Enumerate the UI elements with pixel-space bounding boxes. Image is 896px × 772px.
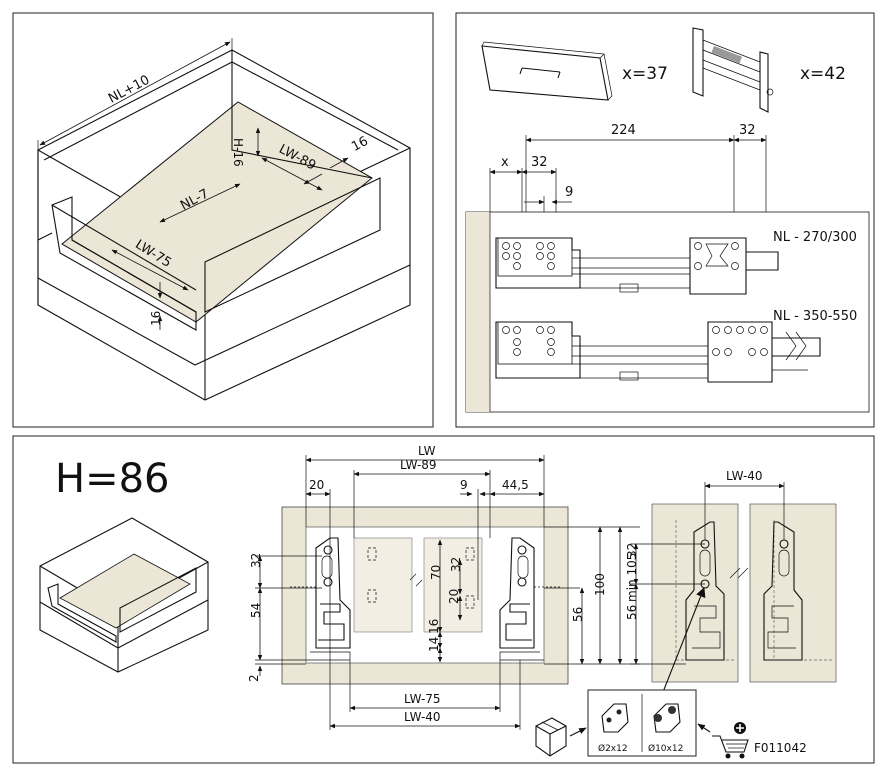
dim-16-bottom: 16 <box>149 311 163 326</box>
dim-x: x <box>501 155 509 170</box>
dim-32-left: 32 <box>249 553 263 568</box>
dim-9: 9 <box>565 185 573 200</box>
panel-rail-positions: x=37 x=42 224 32 x 32 9 <box>455 12 875 428</box>
detail-dim-32: 32 <box>625 543 639 558</box>
rail-short <box>495 237 779 295</box>
dim-20-top: 20 <box>309 478 324 492</box>
rail-long <box>495 321 821 383</box>
figure-code: F011042 <box>754 741 807 755</box>
dim-lw-minus-75-bottom: LW-75 <box>404 692 441 706</box>
detail-runner-view <box>651 503 837 683</box>
height-title: H=86 <box>55 456 170 502</box>
screw-label-2x12: Ø2x12 <box>598 743 628 754</box>
detail-dim-56: 56 <box>625 605 639 620</box>
nl-long-label: NL - 350-550 <box>773 309 857 324</box>
rail-side-icon <box>692 27 774 113</box>
dim-100: 100 <box>593 573 607 596</box>
dim-224: 224 <box>611 123 636 138</box>
dim-9-bottom: 9 <box>460 478 468 492</box>
dim-44-5: 44,5 <box>502 478 529 492</box>
dim-lw: LW <box>418 444 436 458</box>
dim-16-center: 16 <box>427 619 441 634</box>
dim-h-minus-16: H-16 <box>231 138 245 167</box>
cart-add-icon <box>712 722 749 759</box>
nl-short-label: NL - 270/300 <box>773 230 857 245</box>
detail-lw-minus-40: LW-40 <box>726 469 763 483</box>
screw-label-10x12: Ø10x12 <box>648 743 683 754</box>
dim-56: 56 <box>571 607 585 622</box>
package-icon <box>535 717 567 757</box>
front-count: x=37 <box>622 64 668 84</box>
dim-70: 70 <box>429 565 443 580</box>
screw-box: Ø2x12 Ø10x12 <box>587 689 697 757</box>
drawer-front-icon <box>481 41 613 101</box>
dim-32-right: 32 <box>739 123 756 138</box>
panel-cross-section: H=86 <box>12 435 875 764</box>
dim-20-center: 20 <box>447 589 461 604</box>
dim-2: 2 <box>247 674 261 682</box>
dim-32-left: 32 <box>531 155 548 170</box>
panel-cabinet-iso: NL+10 H-16 LW-89 16 NL-7 LW-75 16 <box>12 12 434 428</box>
dim-54: 54 <box>249 603 263 618</box>
dim-14: 14 <box>427 637 441 652</box>
runner-right <box>499 537 560 661</box>
runner-left <box>290 537 351 661</box>
dim-lw-minus-40-bottom: LW-40 <box>404 710 441 724</box>
dim-min-105: min 105 <box>625 553 639 602</box>
dim-16-side: 16 <box>349 134 371 155</box>
drawer-iso-small <box>39 517 209 673</box>
dim-32-center: 32 <box>449 557 463 572</box>
rail-count: x=42 <box>800 64 846 84</box>
dim-lw-minus-89: LW-89 <box>400 458 437 472</box>
